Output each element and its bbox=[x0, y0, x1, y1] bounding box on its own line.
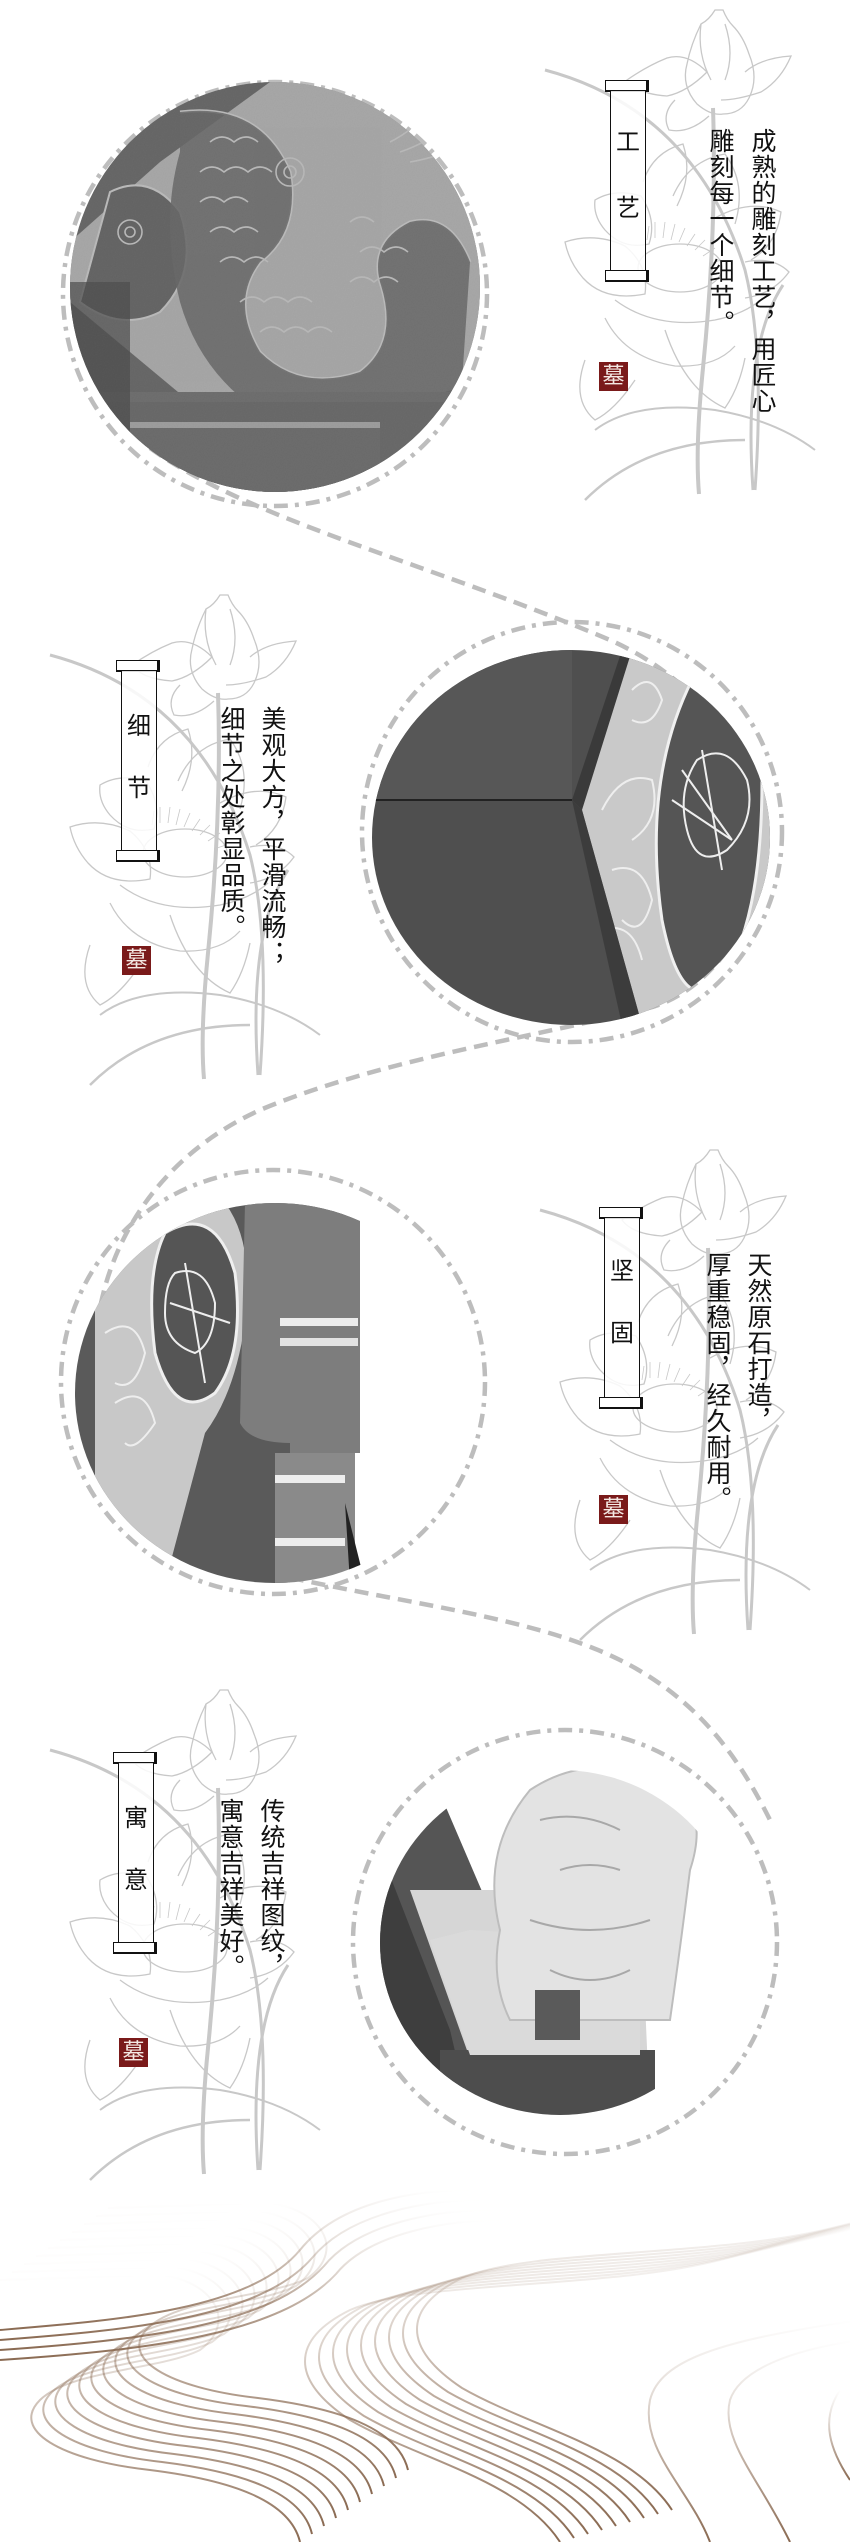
seal-stamp-icon: 墓 bbox=[122, 946, 151, 975]
scroll-body bbox=[604, 1217, 640, 1399]
section-3-text-col-2: 厚重稳固，经久耐用。 bbox=[703, 1252, 732, 1512]
section-2-text-col-2: 细节之处彰显品质。 bbox=[217, 706, 246, 940]
seal-stamp-icon: 墓 bbox=[599, 362, 628, 391]
section-label-char: 固 bbox=[610, 1319, 634, 1347]
circle-outline-4 bbox=[350, 1727, 780, 2157]
section-label-char: 艺 bbox=[616, 194, 640, 222]
section-label-char: 寓 bbox=[124, 1804, 148, 1832]
photo-stone-lion bbox=[380, 1770, 740, 2115]
section-4-text-col-1: 传统吉祥图纹， bbox=[257, 1798, 286, 1980]
section-label-scroll-3: 坚 固 bbox=[599, 1207, 643, 1409]
section-label-char: 细 bbox=[127, 712, 151, 740]
scroll-cap-bottom bbox=[599, 1397, 643, 1409]
section-label-char: 坚 bbox=[610, 1257, 634, 1285]
photo-carved-flower bbox=[372, 650, 770, 1025]
scroll-cap-bottom bbox=[113, 1942, 157, 1954]
section-2-text-col-1: 美观大方，平滑流畅； bbox=[258, 706, 287, 966]
scroll-cap-bottom bbox=[605, 270, 649, 282]
section-label-char: 意 bbox=[124, 1866, 148, 1894]
section-1-text-col-2: 雕刻每一个细节。 bbox=[706, 128, 735, 336]
section-3-text-col-1: 天然原石打造， bbox=[744, 1252, 773, 1434]
circle-outline-2 bbox=[359, 619, 785, 1045]
scroll-body bbox=[121, 670, 157, 852]
circle-outline-3 bbox=[58, 1167, 488, 1597]
section-label-scroll-4: 寓 意 bbox=[113, 1752, 157, 1954]
scroll-body bbox=[118, 1762, 154, 1944]
section-label-scroll-2: 细 节 bbox=[116, 660, 160, 862]
granite-dragon-image bbox=[70, 82, 480, 492]
stone-lion-image bbox=[380, 1770, 740, 2115]
photo-granite-edge bbox=[75, 1203, 475, 1583]
photo-carved-dragon bbox=[70, 82, 480, 492]
granite-edge-image bbox=[75, 1203, 475, 1583]
section-label-scroll-1: 工 艺 bbox=[605, 80, 649, 282]
section-label-char: 工 bbox=[616, 128, 640, 156]
section-label-char: 节 bbox=[127, 774, 151, 802]
seal-stamp-icon: 墓 bbox=[119, 2038, 148, 2067]
section-1-text-col-1: 成熟的雕刻工艺，用匠心 bbox=[748, 128, 777, 414]
scroll-body bbox=[610, 90, 646, 272]
granite-flower-image bbox=[372, 650, 770, 1025]
scroll-cap-bottom bbox=[116, 850, 160, 862]
section-4-text-col-2: 寓意吉祥美好。 bbox=[216, 1798, 245, 1980]
seal-stamp-icon: 墓 bbox=[599, 1495, 628, 1524]
